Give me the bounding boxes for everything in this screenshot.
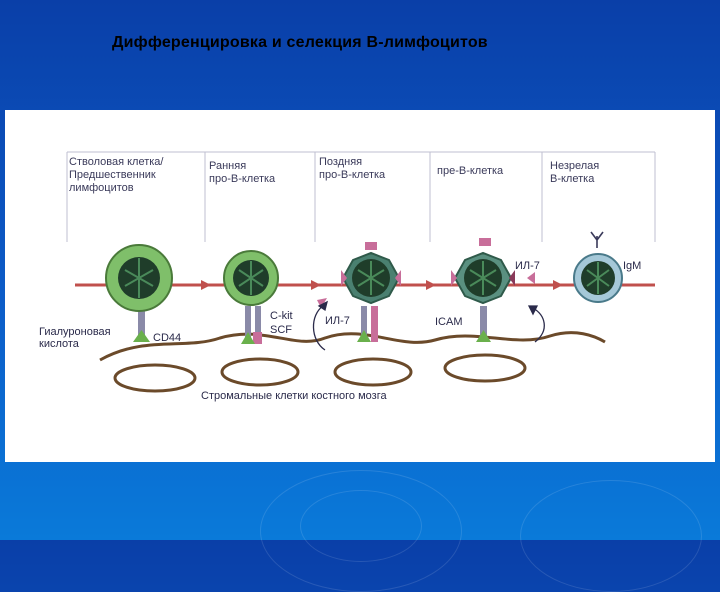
label-ckit: C-kit bbox=[270, 310, 293, 322]
decor-ripple bbox=[300, 490, 422, 562]
signal-arrows bbox=[312, 300, 545, 351]
label-scf: SCF bbox=[270, 324, 292, 336]
slide-title: Дифференцировка и селекция В-лимфоцитов bbox=[112, 34, 488, 51]
stage-header-grid bbox=[66, 151, 656, 242]
cell-stem bbox=[105, 244, 173, 312]
cell-immature-b bbox=[573, 253, 623, 303]
stage-label-stem: Стволовая клетка/ Предшественник лимфоци… bbox=[69, 156, 164, 194]
diagram-canvas bbox=[66, 151, 656, 393]
label-cd44: CD44 bbox=[153, 332, 182, 344]
label-hyaluronic-acid: Гиалуроновая кислота bbox=[39, 326, 111, 350]
stage-label-pre-b: пре-В-клетка bbox=[437, 165, 504, 177]
stage-label-late-pro-b: Поздняя про-В-клетка bbox=[319, 156, 386, 181]
stage-label-early-pro-b: Ранняя про-В-клетка bbox=[209, 160, 276, 185]
cell-pre-b bbox=[451, 251, 535, 305]
label-icam: ICAM bbox=[435, 316, 463, 328]
receptors bbox=[133, 231, 618, 344]
stage-label-immature-b: Незрелая В-клетка bbox=[550, 160, 600, 185]
diagram-panel: Стволовая клетка/ Предшественник лимфоци… bbox=[5, 110, 715, 462]
cell-late-pro-b bbox=[341, 251, 401, 305]
label-igm: IgM bbox=[623, 260, 642, 272]
cell-early-pro-b bbox=[223, 250, 279, 306]
label-il7-left: ИЛ-7 bbox=[325, 315, 350, 327]
stromal-cells bbox=[99, 331, 606, 393]
label-il7-top: ИЛ-7 bbox=[515, 260, 540, 272]
label-stromal-cells: Стромальные клетки костного мозга bbox=[201, 390, 387, 402]
decor-ripple bbox=[520, 480, 702, 592]
